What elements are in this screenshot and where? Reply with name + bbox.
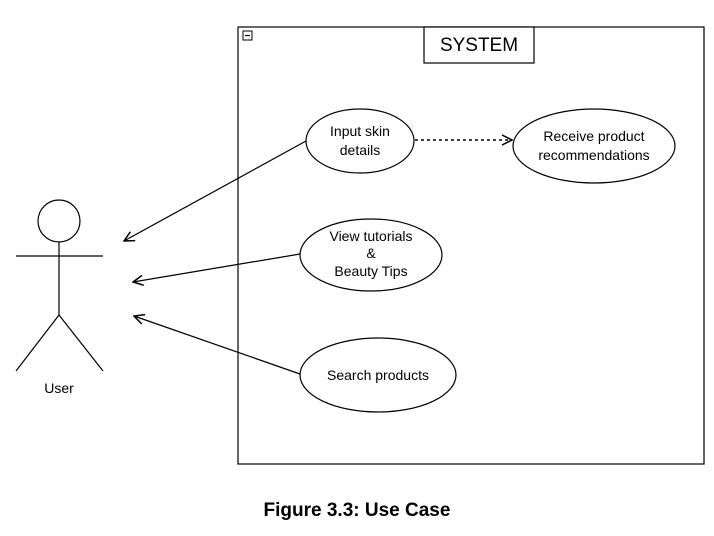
use-case-label-line: recommendations — [538, 147, 649, 163]
use-case-input-skin-details — [305, 108, 415, 174]
association-arrow-search — [134, 316, 301, 375]
collapse-icon[interactable] — [242, 30, 253, 41]
use-case-label-line: & — [366, 245, 376, 261]
use-case-label-line: Search products — [327, 367, 429, 383]
system-title-box — [423, 26, 535, 64]
use-case-label-line: Receive product — [543, 128, 644, 144]
figure-caption: Figure 3.3: Use Case — [263, 500, 451, 521]
system-title: SYSTEM — [440, 35, 518, 56]
use-case-search-products — [299, 337, 457, 413]
use-case-label-line: Input skin — [330, 123, 390, 139]
use-case-label-line: Beauty Tips — [334, 263, 407, 279]
association-arrow-tutorials — [133, 253, 301, 282]
use-case-view-tutorials — [299, 218, 443, 292]
actor-label: User — [44, 380, 74, 396]
use-case-label-line: View tutorials — [329, 228, 412, 244]
use-case-label-line: details — [340, 142, 380, 158]
association-arrow-input-skin — [124, 140, 307, 241]
use-case-receive-recommendations — [512, 108, 676, 184]
user-actor-figure — [15, 199, 104, 372]
